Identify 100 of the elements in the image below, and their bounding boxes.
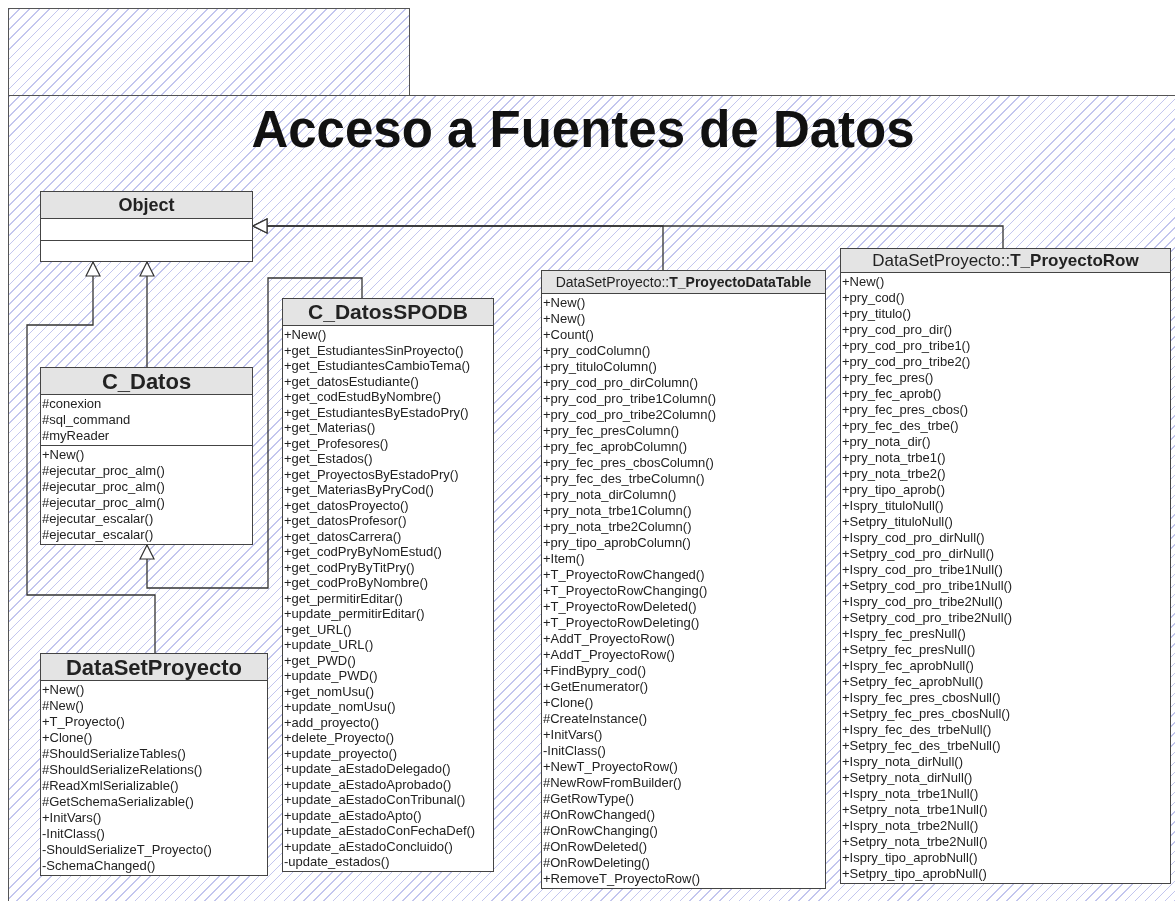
member-text: +pry_cod() (841, 290, 906, 306)
member-text: +T_ProyectoRowDeleted() (542, 599, 698, 615)
member-text: +pry_fec_aprob() (841, 386, 943, 402)
member-text: +Setpry_fec_aprobNull() (841, 674, 985, 690)
class-name: DataSetProyecto (41, 654, 267, 681)
member-text: +pry_fec_des_trbe() (841, 418, 960, 434)
class-box (282, 298, 494, 872)
member-text: +Clone() (542, 695, 595, 711)
class-name: DataSetProyecto::T_ProyectoRow (841, 249, 1170, 273)
member-text: +Item() (542, 551, 586, 567)
member-text: #OnRowDeleted() (542, 839, 649, 855)
member-text: +pry_nota_trbe1() (841, 450, 947, 466)
member-text: +delete_Proyecto() (283, 730, 396, 746)
member-text: +get_codProByNombre() (283, 575, 430, 591)
member-text: +Ispry_cod_pro_dirNull() (841, 530, 986, 546)
member-text: +add_proyecto() (283, 714, 381, 730)
member-text: #ejecutar_proc_alm() (41, 495, 166, 511)
member-text: +Ispry_fec_aprobNull() (841, 658, 975, 674)
member-text: +pry_fec_pres_cbos() (841, 402, 970, 418)
member-text: +Ispry_fec_presNull() (841, 626, 967, 642)
member-text: +get_datosProfesor() (283, 513, 408, 529)
member-text: +get_codPryByTitPry() (283, 559, 416, 575)
member-text: +Ispry_tituloNull() (841, 498, 945, 514)
member-text: #ejecutar_proc_alm() (41, 463, 166, 479)
member-text: +pry_cod_pro_tribe2Column() (542, 407, 718, 423)
class-box (40, 653, 268, 876)
member-text: -ShouldSerializeT_Proyecto() (41, 842, 213, 858)
member-text: +New() (841, 274, 886, 290)
member-text: +Setpry_cod_pro_dirNull() (841, 546, 996, 562)
member-text: +Clone() (41, 730, 94, 746)
member-text: +AddT_ProyectoRow() (542, 647, 676, 663)
member-text: +pry_fec_presColumn() (542, 423, 681, 439)
member-text: -update_estados() (283, 854, 391, 870)
member-text: #ejecutar_proc_alm() (41, 479, 166, 495)
generalization-arrow (139, 277, 363, 589)
member-text: +T_Proyecto() (41, 714, 126, 730)
member-text: +Count() (542, 327, 595, 343)
member-text: +pry_fec_pres_cbosColumn() (542, 455, 715, 471)
member-text: +New() (542, 311, 587, 327)
class-name: DataSetProyecto::T_ProyectoDataTable (542, 271, 825, 294)
member-text: +get_Estados() (283, 451, 374, 467)
member-text: +New() (41, 682, 86, 698)
member-text: +AddT_ProyectoRow() (542, 631, 676, 647)
member-text: +get_ProyectosByEstadoPry() (283, 466, 460, 482)
member-text: +pry_nota_trbe1Column() (542, 503, 693, 519)
member-text: #sql_command (41, 412, 132, 428)
member-text: +RemoveT_ProyectoRow() (542, 871, 702, 887)
member-text: +Ispry_fec_des_trbeNull() (841, 722, 993, 738)
member-text: +get_EstudiantesByEstadoPry() (283, 404, 470, 420)
member-text: +get_datosCarrera() (283, 528, 403, 544)
member-text: +T_ProyectoRowChanging() (542, 583, 709, 599)
member-text: +Setpry_fec_des_trbeNull() (841, 738, 1002, 754)
generalization-arrow (139, 261, 155, 368)
member-text: +New() (41, 447, 86, 463)
member-text: +pry_tipo_aprob() (841, 482, 946, 498)
member-text: +pry_cod_pro_dirColumn() (542, 375, 699, 391)
member-text: +pry_fec_des_trbeColumn() (542, 471, 706, 487)
member-text: +pry_cod_pro_dir() (841, 322, 954, 338)
member-text: +update_proyecto() (283, 745, 399, 761)
member-text: +pry_nota_trbe2() (841, 466, 947, 482)
member-text: +Setpry_cod_pro_tribe2Null() (841, 610, 1014, 626)
member-text: +pry_titulo() (841, 306, 912, 322)
member-text: +pry_nota_dir() (841, 434, 932, 450)
member-text: +Setpry_nota_dirNull() (841, 770, 974, 786)
member-text: +get_datosEstudiante() (283, 373, 420, 389)
member-text: #ShouldSerializeRelations() (41, 762, 204, 778)
member-text: +Ispry_nota_trbe2Null() (841, 818, 980, 834)
member-text: #GetRowType() (542, 791, 636, 807)
member-text: +get_MateriasByPryCod() (283, 482, 435, 498)
member-text: +Setpry_nota_trbe2Null() (841, 834, 989, 850)
member-text: +pry_fec_aprobColumn() (542, 439, 689, 455)
member-text: +Setpry_nota_trbe1Null() (841, 802, 989, 818)
member-text: +update_aEstadoAprobado() (283, 776, 453, 792)
member-text: #OnRowDeleting() (542, 855, 651, 871)
member-text: +Ispry_fec_pres_cbosNull() (841, 690, 1002, 706)
member-text: #NewRowFromBuilder() (542, 775, 683, 791)
member-text: +pry_tipo_aprobColumn() (542, 535, 692, 551)
class-name: Object (41, 192, 252, 219)
member-text: +Setpry_tipo_aprobNull() (841, 866, 988, 882)
class-name: C_DatosSPODB (283, 299, 493, 326)
member-text: +get_PWD() (283, 652, 357, 668)
member-text: +update_aEstadoConTribunal() (283, 792, 467, 808)
member-text: +get_permitirEditar() (283, 590, 404, 606)
member-text: #ShouldSerializeTables() (41, 746, 187, 762)
member-text: -InitClass() (41, 826, 106, 842)
member-text: +get_codEstudByNombre() (283, 389, 443, 405)
member-text: +update_PWD() (283, 668, 379, 684)
member-text: -InitClass() (542, 743, 607, 759)
member-text: +pry_nota_dirColumn() (542, 487, 678, 503)
member-text: #GetSchemaSerializable() (41, 794, 195, 810)
member-text: #CreateInstance() (542, 711, 649, 727)
member-text: +InitVars() (542, 727, 604, 743)
member-text: +update_aEstadoConFechaDef() (283, 823, 477, 839)
member-text: +get_codPryByNomEstud() (283, 544, 443, 560)
member-text: +update_permitirEditar() (283, 606, 426, 622)
class-box (840, 248, 1171, 884)
member-text: #OnRowChanging() (542, 823, 659, 839)
member-text: +Setpry_cod_pro_tribe1Null() (841, 578, 1014, 594)
member-text: +Ispry_nota_dirNull() (841, 754, 965, 770)
member-text: +get_Profesores() (283, 435, 390, 451)
